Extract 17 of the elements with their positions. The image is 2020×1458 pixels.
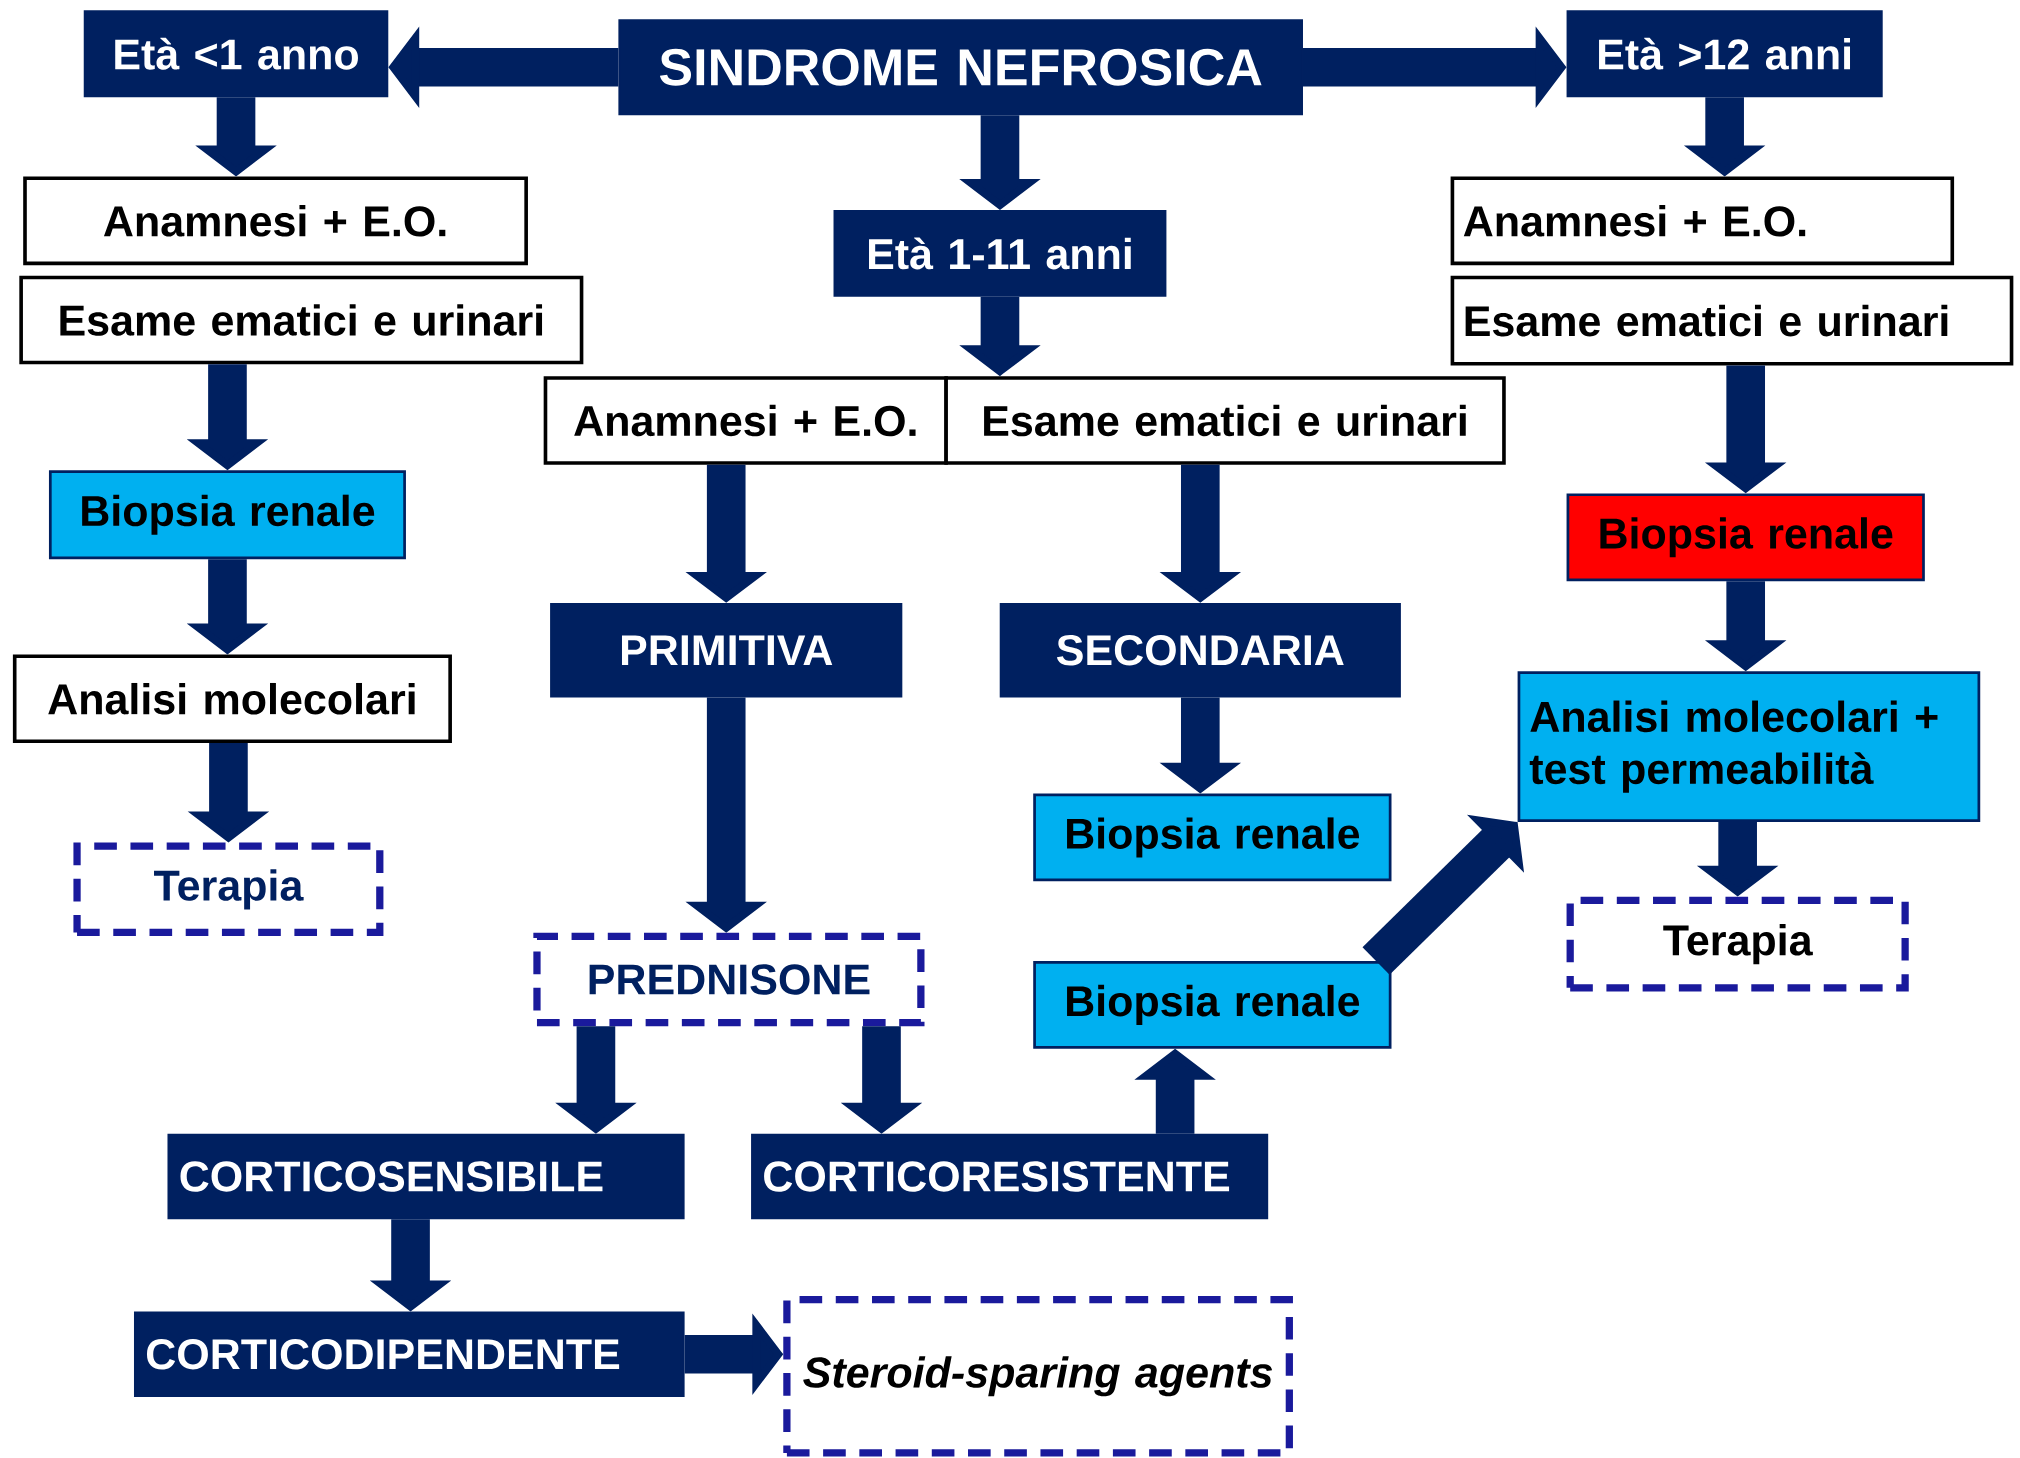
process-box: Anamnesi + E.O. [543, 376, 948, 465]
process-box: Esame ematici e urinari [19, 275, 584, 365]
process-box: Esame ematici e urinari [1450, 275, 2014, 366]
dashed-box: Terapia [1566, 896, 1909, 992]
highlighted-box: Biopsia renale [48, 470, 406, 560]
dashed-box: Terapia [73, 842, 384, 936]
dashed-box: PREDNISONE [533, 932, 925, 1027]
process-box: Anamnesi + E.O. [1450, 176, 1955, 265]
dashed-box: Steroid-sparing agents [783, 1295, 1293, 1457]
highlighted-box: Biopsia renale [1033, 793, 1392, 882]
process-box: Analisi molecolari [12, 654, 452, 743]
highlighted-box: Analisi molecolari + test permeabilità [1517, 671, 1981, 822]
process-box: Anamnesi + E.O. [23, 176, 528, 265]
highlighted-box: Biopsia renale [1566, 493, 1925, 581]
process-box: Esame ematici e urinari [944, 376, 1506, 465]
highlighted-box: Biopsia renale [1033, 960, 1392, 1049]
heading-box: SINDROME NEFROSICA [618, 19, 1303, 115]
